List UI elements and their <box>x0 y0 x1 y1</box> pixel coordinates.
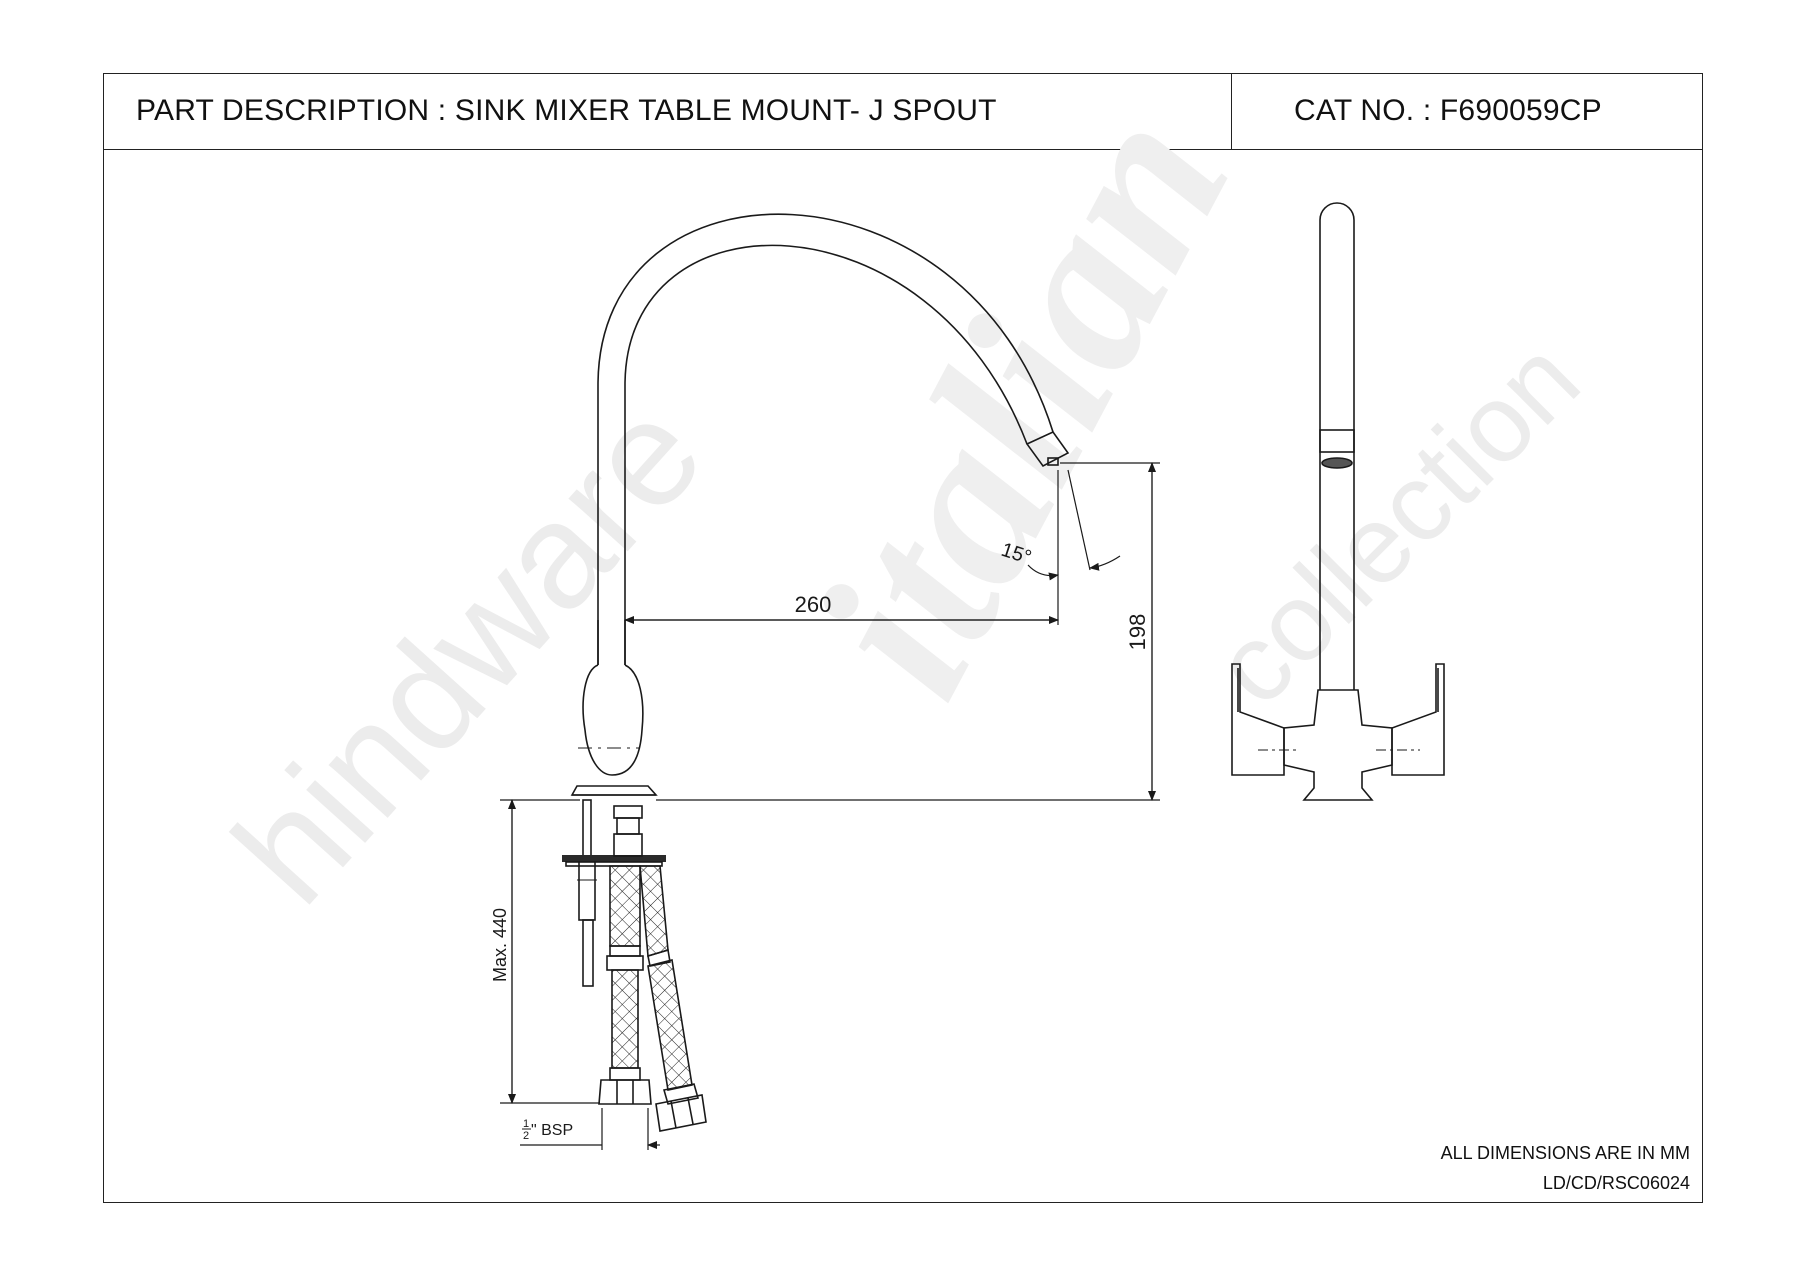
side-aerator <box>1319 429 1355 453</box>
reach-dimension: 260 <box>795 592 832 617</box>
braided-hose-1-lower <box>611 969 639 1069</box>
aerator-tip <box>1047 457 1059 466</box>
part-description: PART DESCRIPTION : SINK MIXER TABLE MOUN… <box>136 94 997 127</box>
drawing-code: LD/CD/RSC06024 <box>1542 1173 1690 1193</box>
front-view <box>562 213 1070 1132</box>
max-length-dimension: Max. 440 <box>490 908 510 982</box>
side-body <box>1283 689 1393 801</box>
braided-hose-1 <box>609 865 641 947</box>
mixer-body <box>582 664 644 776</box>
title-block-divider <box>1231 74 1232 150</box>
hose-nut-1 <box>598 1079 652 1105</box>
side-handle-left <box>1231 663 1285 776</box>
height-dimension: 198 <box>1125 614 1150 651</box>
aerator <box>1025 430 1070 468</box>
catalog-number: CAT NO. : F690059CP <box>1294 94 1602 127</box>
braided-hose-2 <box>639 865 669 958</box>
title-block: PART DESCRIPTION : SINK MIXER TABLE MOUN… <box>104 74 1702 150</box>
dimension-labels: 260 198 15° Max. 440 1 2 " BSP <box>490 539 1150 1142</box>
mounting-plate <box>562 855 666 862</box>
base-flange <box>570 785 658 796</box>
angle-dimension: 15° <box>998 539 1034 569</box>
braided-hose-2-lower <box>647 959 693 1091</box>
side-view <box>1231 202 1445 801</box>
spout-inner <box>624 244 1028 665</box>
side-handle-right <box>1391 663 1445 776</box>
thread-fraction-den: 2 <box>523 1130 529 1142</box>
threaded-stud <box>582 799 592 861</box>
hose-nut-2 <box>655 1094 707 1132</box>
units-note: ALL DIMENSIONS ARE IN MM <box>1440 1143 1690 1163</box>
side-spout <box>1319 202 1355 690</box>
dimensions <box>500 462 1160 1150</box>
thread-size: " BSP <box>531 1122 573 1139</box>
spout-outer <box>597 213 1054 665</box>
drawing-frame: PART DESCRIPTION : SINK MIXER TABLE MOUN… <box>103 73 1703 1203</box>
thread-fraction-num: 1 <box>523 1118 529 1130</box>
